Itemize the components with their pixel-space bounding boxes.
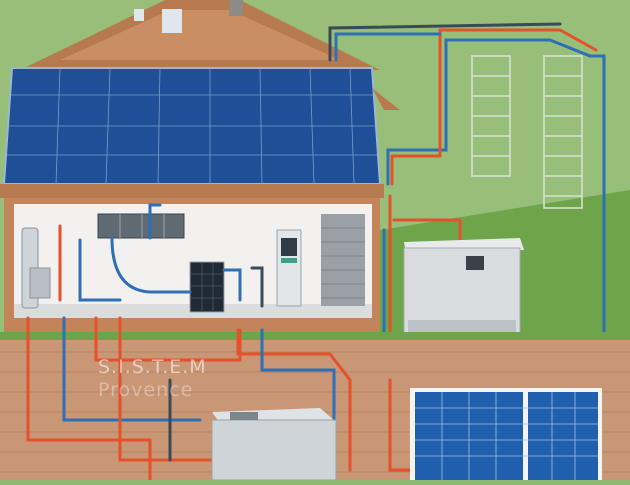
attic-window-left [134,9,144,21]
heat-pump-unit-icon [211,408,337,481]
chimney [229,0,243,16]
utility-cabinet-icon [276,229,302,307]
roof-eave-right [372,88,400,110]
interior-pipes [58,203,264,308]
inverter-icon [189,261,225,313]
attic-window-right [162,9,182,33]
water-heater-icon [21,227,51,309]
roof-gable-inner [60,10,340,60]
buried-pipes [26,316,422,482]
ground-edge [0,332,630,340]
garage-door [321,214,365,306]
roof-solar-array-icon [2,67,382,185]
wall-panel-icon [97,213,185,239]
battery-cabinet-icon [403,238,524,335]
drying-rack-icon [543,55,583,209]
roof-eave [0,184,384,198]
ground-solar-panel-icon [410,388,602,480]
drying-rack-icon [471,55,511,177]
